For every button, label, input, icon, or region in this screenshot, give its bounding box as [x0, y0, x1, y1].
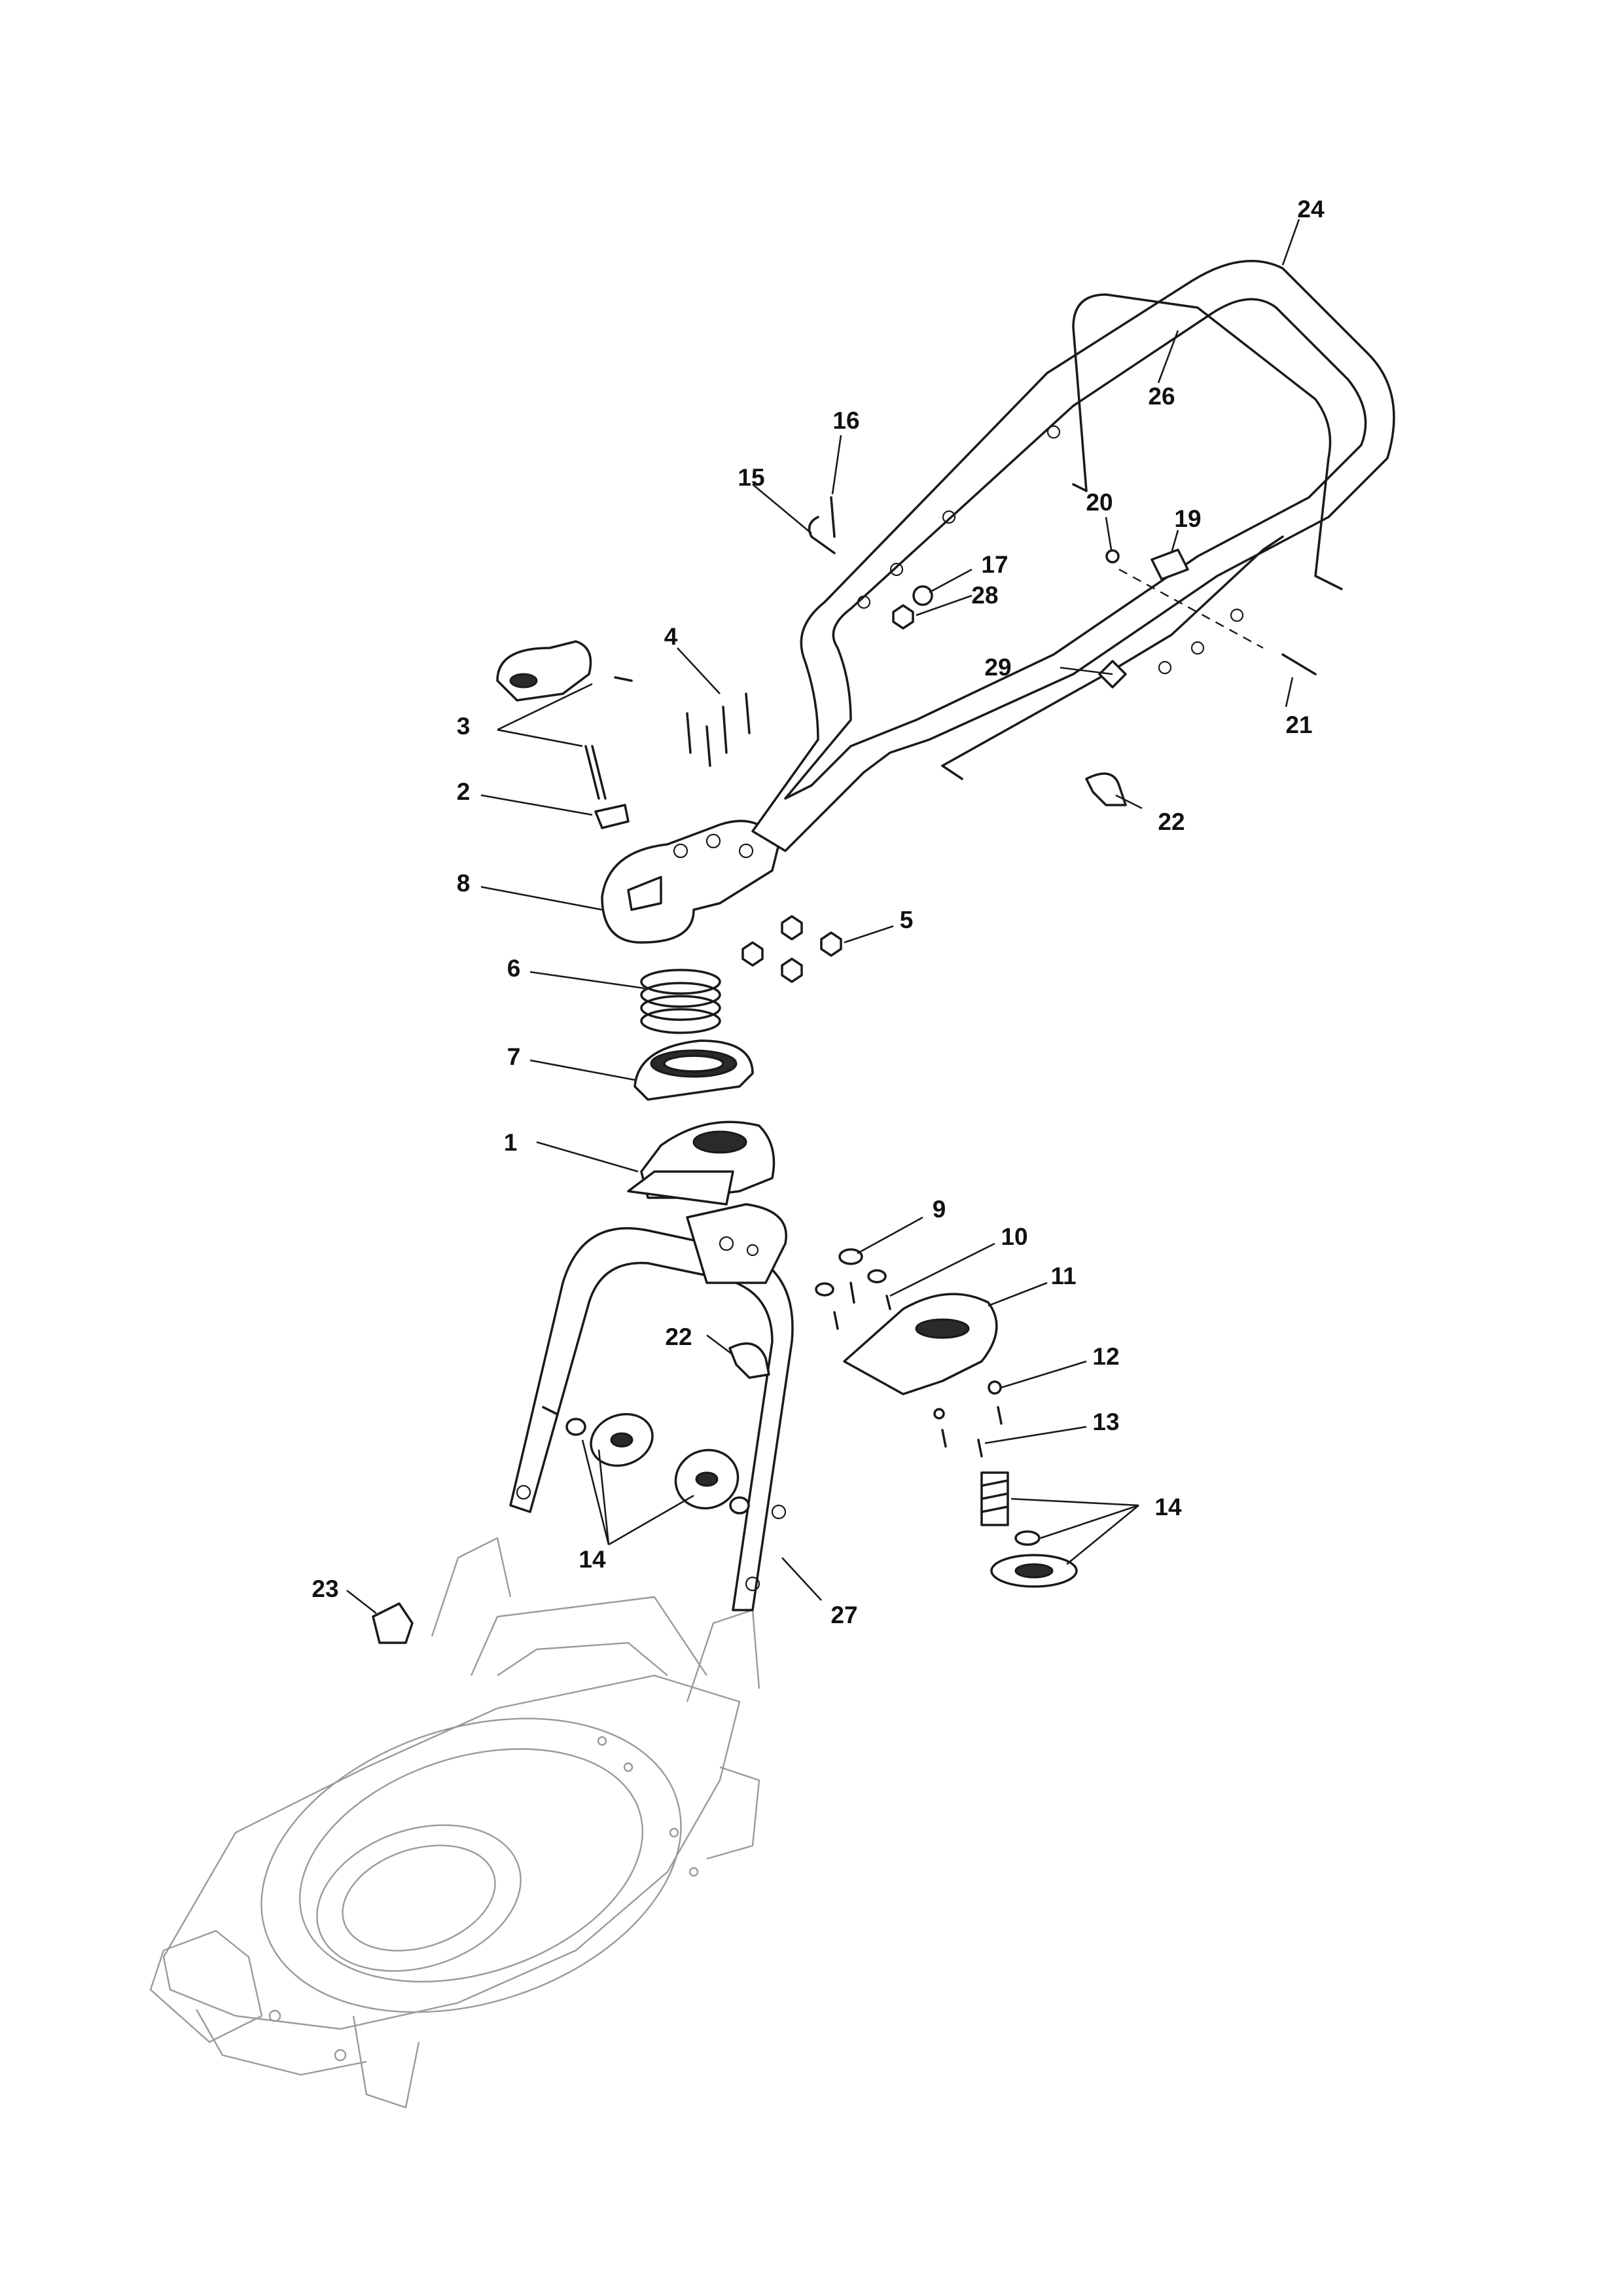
callout-labels: 1 2 3 4 5 6 7 8 9 10 11 12 13 14 14 15 1… — [312, 196, 1325, 1628]
small-parts — [372, 496, 1317, 1644]
callout-24: 24 — [1297, 196, 1325, 223]
callout-29: 29 — [984, 654, 1011, 681]
callout-22-lower: 22 — [665, 1323, 692, 1350]
callout-3: 3 — [457, 713, 471, 740]
callout-28: 28 — [971, 582, 998, 609]
callout-10: 10 — [1001, 1223, 1027, 1250]
mower-deck — [149, 1537, 760, 2109]
callout-9: 9 — [933, 1196, 946, 1223]
callout-12: 12 — [1092, 1343, 1119, 1370]
callout-27: 27 — [830, 1602, 857, 1628]
callout-4: 4 — [664, 623, 678, 650]
callout-14-left: 14 — [579, 1546, 606, 1573]
lower-handle — [509, 1203, 794, 1611]
callout-21: 21 — [1285, 711, 1312, 738]
handle-pivot-assembly — [601, 819, 780, 1206]
callout-11: 11 — [1050, 1263, 1076, 1289]
callout-6: 6 — [507, 955, 521, 982]
callout-17: 17 — [981, 551, 1008, 578]
callout-26: 26 — [1148, 383, 1175, 410]
leader-lines — [346, 219, 1300, 1615]
callout-15: 15 — [738, 464, 764, 491]
callout-8: 8 — [457, 870, 471, 897]
callout-22-upper: 22 — [1158, 808, 1185, 835]
callout-14-right: 14 — [1154, 1494, 1182, 1520]
callout-13: 13 — [1092, 1408, 1119, 1435]
upper-handle — [751, 260, 1395, 852]
callout-20: 20 — [1086, 489, 1113, 516]
callout-16: 16 — [832, 407, 859, 434]
callout-5: 5 — [900, 906, 914, 933]
callout-1: 1 — [504, 1129, 518, 1156]
callout-7: 7 — [507, 1043, 521, 1070]
callout-23: 23 — [312, 1575, 338, 1602]
callout-19: 19 — [1174, 505, 1201, 532]
callout-2: 2 — [457, 778, 471, 805]
